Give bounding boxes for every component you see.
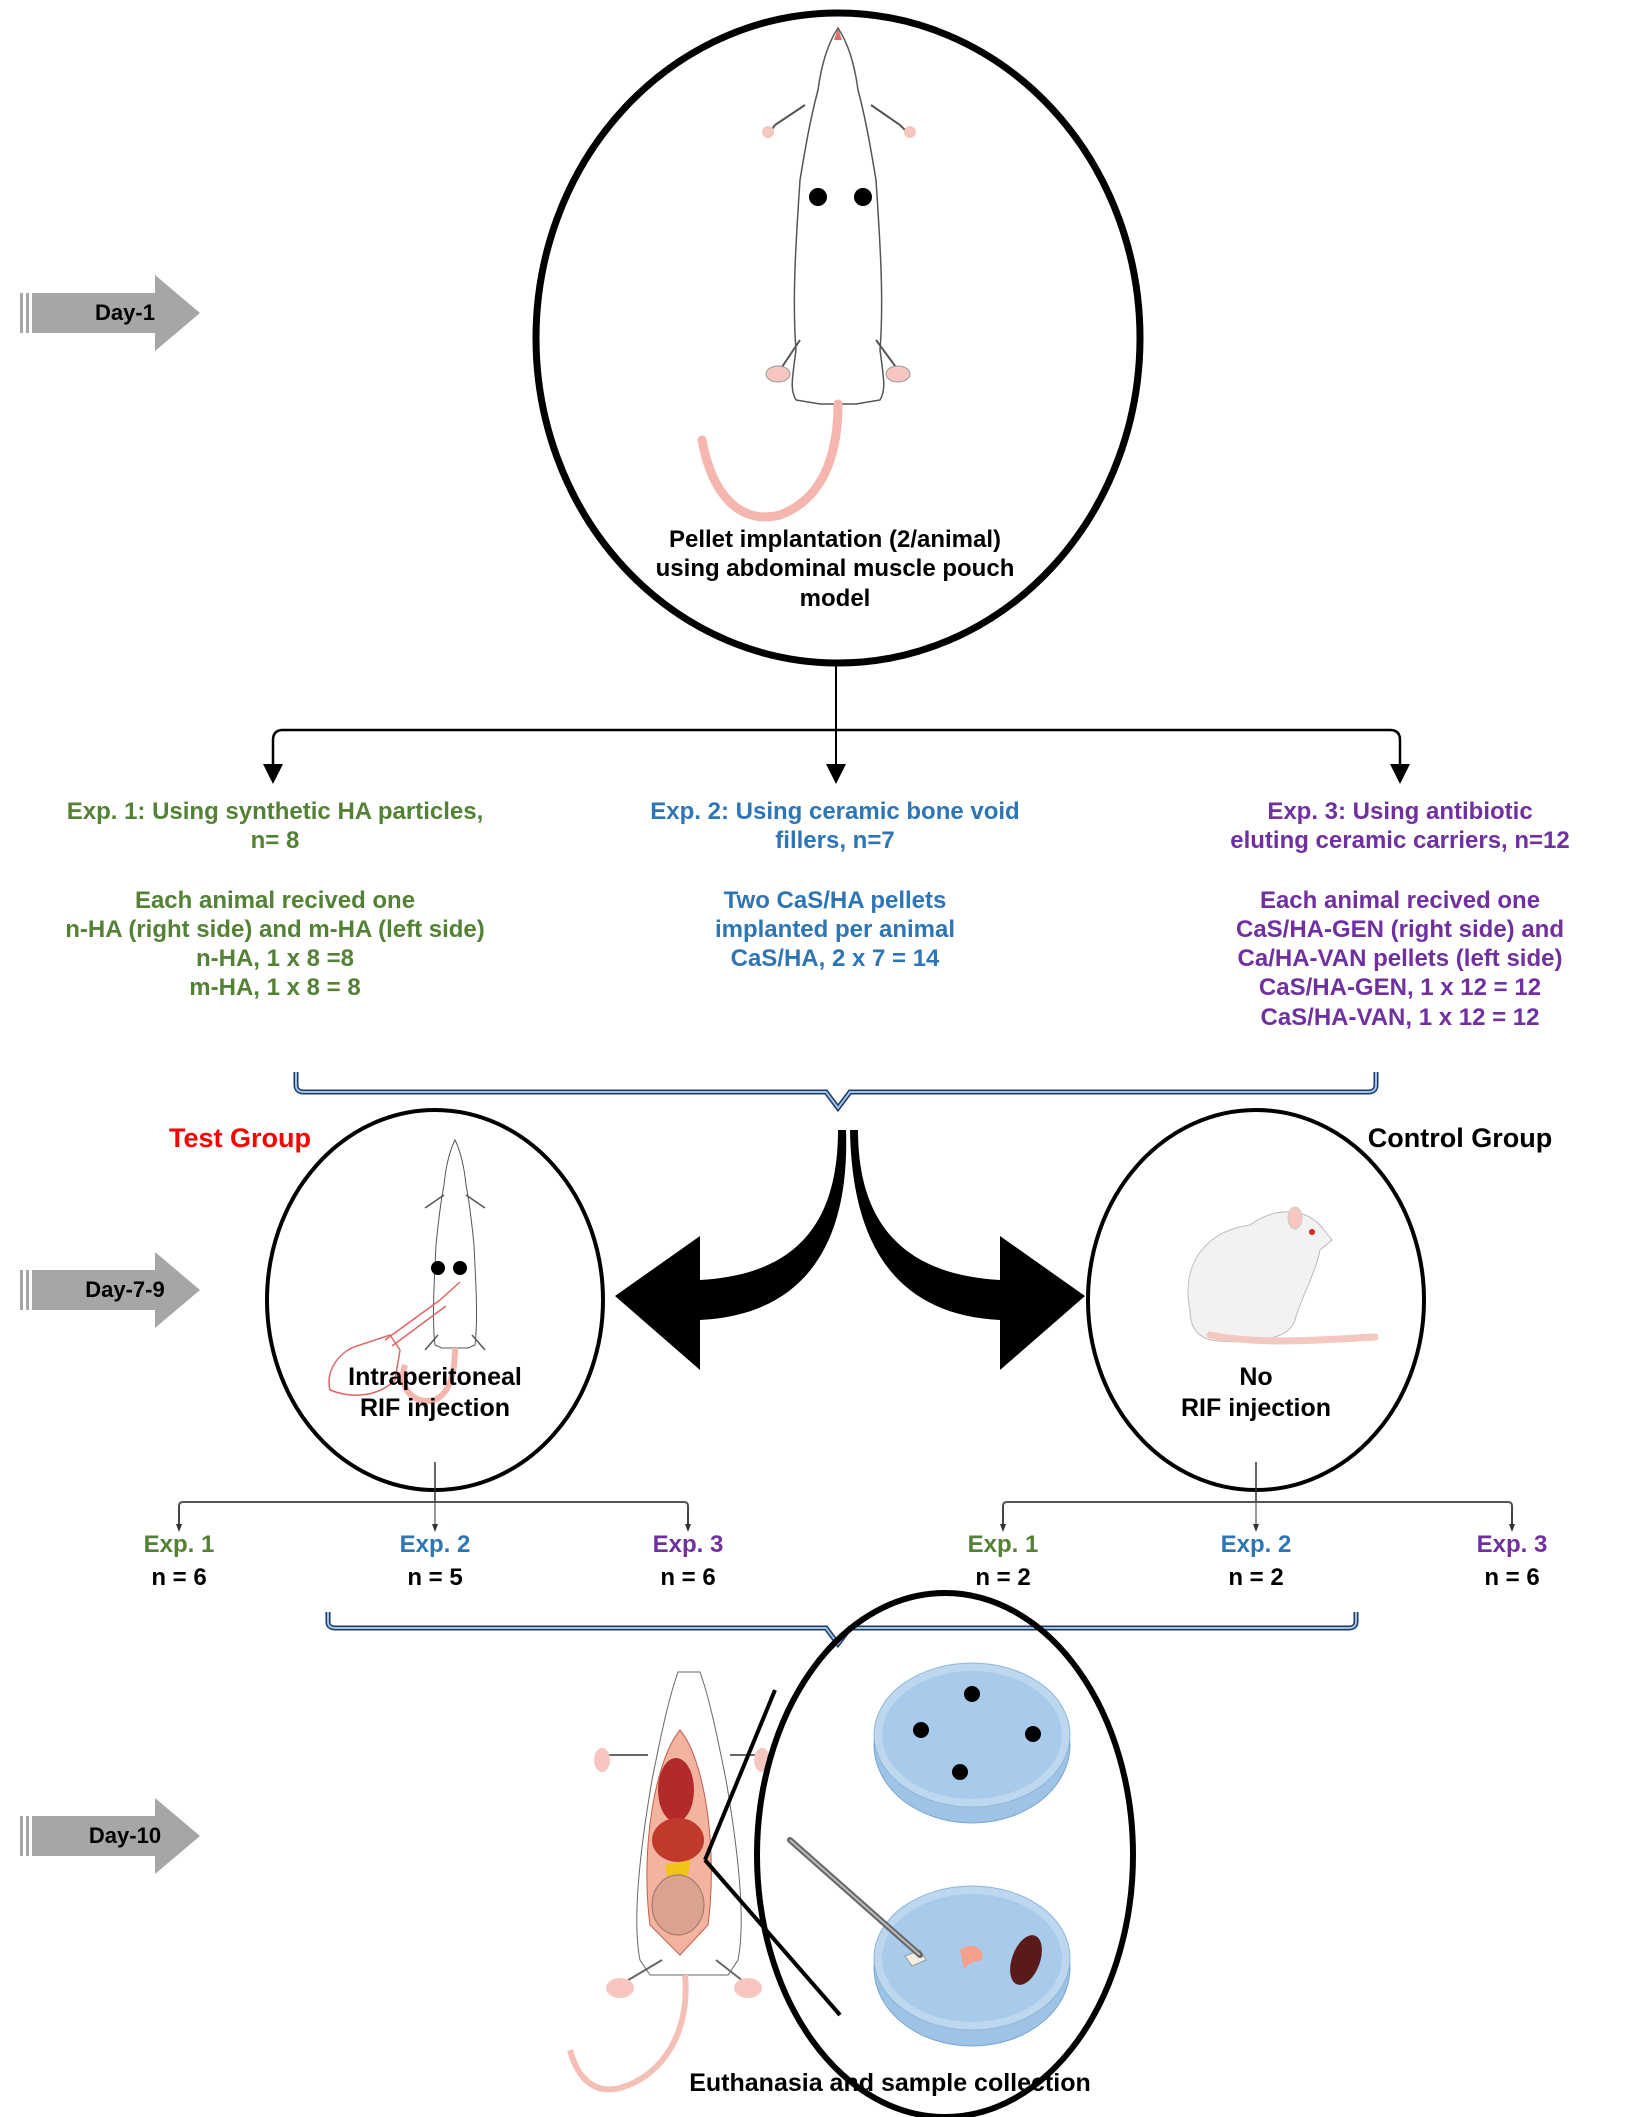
arrow-right-icon <box>20 275 200 351</box>
petri-dish-icon <box>873 1885 1071 2047</box>
test-subgroup-exp1: Exp. 1 <box>143 1531 215 1558</box>
control-subgroup-exp2: Exp. 2 <box>1220 1531 1292 1558</box>
control-subgroup-exp1-n: n = 2 <box>975 1564 1031 1591</box>
test-group-caption: Intraperitoneal RIF injection <box>348 1363 522 1422</box>
control-subgroup-exp3: Exp. 3 <box>1476 1531 1548 1558</box>
test-subgroup-exp2: Exp. 2 <box>399 1531 471 1558</box>
experiment-1-block: Exp. 1: Using synthetic HA particles, n=… <box>20 797 530 1003</box>
experiment-3-detail: Each animal recived one CaS/HA-GEN (righ… <box>1235 886 1565 1031</box>
rat-side-view-icon <box>1187 1206 1379 1345</box>
pellet <box>964 1686 980 1702</box>
experiment-2-title: Exp. 2: Using ceramic bone void fillers,… <box>650 798 1020 855</box>
day-1-arrow: Day-1 <box>20 275 200 351</box>
control-group-label: Control Group <box>1367 1123 1553 1153</box>
pellet-right <box>854 188 872 206</box>
arrow-right-icon <box>20 1798 200 1874</box>
experiment-3-title: Exp. 3: Using antibiotic eluting ceramic… <box>1230 798 1570 855</box>
experiment-1-detail: Each animal recived one n-HA (right side… <box>65 886 485 1002</box>
final-caption: Euthanasia and sample collection <box>689 2069 1091 2097</box>
syringe-hand-icon <box>328 1281 461 1396</box>
control-subgroup-exp2-n: n = 2 <box>1228 1564 1284 1591</box>
test-subgroup-exp3-n: n = 6 <box>660 1564 716 1591</box>
rat-dissected-icon <box>567 1671 770 2093</box>
control-subgroup-connector <box>1000 1462 1515 1532</box>
arrow-right-icon <box>20 1252 200 1328</box>
zoom-callout <box>703 1689 842 2017</box>
experiment-1-title: Exp. 1: Using synthetic HA particles, n=… <box>66 798 484 855</box>
implantation-circle <box>532 9 1144 667</box>
pellet-left <box>809 188 827 206</box>
experiment-3-block: Exp. 3: Using antibiotic eluting ceramic… <box>1160 797 1629 1032</box>
test-subgroup-exp1-n: n = 6 <box>151 1564 207 1591</box>
pellet <box>913 1722 929 1738</box>
pellet <box>952 1764 968 1780</box>
day-1-label: Day-1 <box>95 300 155 325</box>
test-subgroup-connector <box>176 1462 691 1532</box>
control-subgroup-exp3-n: n = 6 <box>1484 1564 1540 1591</box>
curved-arrow-left-icon <box>615 1130 847 1370</box>
sample-zoom-circle <box>754 1590 1136 2117</box>
curved-arrow-right-icon <box>850 1130 1085 1370</box>
control-group-caption: No RIF injection <box>1181 1363 1331 1422</box>
experiment-2-block: Exp. 2: Using ceramic bone void fillers,… <box>600 797 1070 973</box>
experiment-branch-connector <box>263 663 1410 784</box>
pellet <box>1025 1726 1041 1742</box>
control-subgroup-exp1: Exp. 1 <box>967 1531 1039 1558</box>
experiments-brace <box>293 1072 1379 1113</box>
rat-dorsal-view-icon <box>697 26 916 522</box>
day-7-9-arrow: Day-7-9 <box>20 1252 200 1328</box>
test-group-label: Test Group <box>168 1123 311 1153</box>
petri-dish-icon <box>873 1662 1071 1824</box>
day-10-label: Day-10 <box>88 1823 162 1848</box>
forceps-icon <box>787 1837 923 1958</box>
test-subgroup-exp3: Exp. 3 <box>652 1531 724 1558</box>
day-7-9-label: Day-7-9 <box>85 1277 165 1302</box>
day-10-arrow: Day-10 <box>20 1798 200 1874</box>
test-subgroup-exp2-n: n = 5 <box>407 1564 463 1591</box>
implantation-caption: Pellet implantation (2/animal) using abd… <box>655 526 1015 612</box>
experiment-2-detail: Two CaS/HA pellets implanted per animal … <box>714 886 956 973</box>
